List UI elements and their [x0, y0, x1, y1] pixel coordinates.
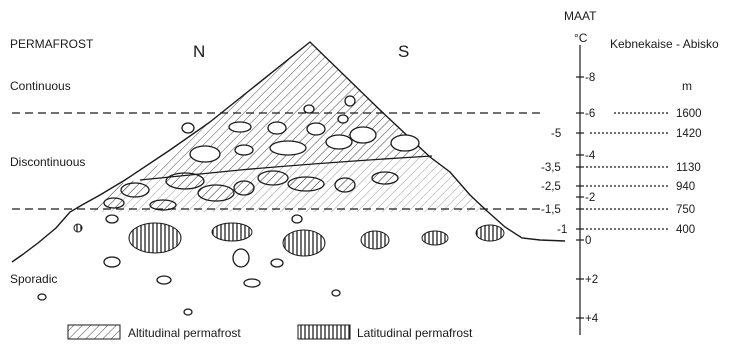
elevation-value: 1600 — [676, 108, 702, 120]
maat-tick-label: 0 — [585, 235, 591, 247]
maat-axis-title: MAAT — [564, 9, 597, 23]
maat-tick-label: -1,5 — [541, 204, 561, 216]
maat-tick-label: +4 — [585, 313, 599, 325]
legend-latitudinal-swatch — [298, 325, 350, 339]
elevation-unit: m — [682, 79, 692, 93]
zone-sporadic-label: Sporadic — [10, 272, 57, 286]
legend-altitudinal-swatch — [68, 325, 120, 339]
maat-tick-label: -2,5 — [541, 181, 561, 193]
sporadic-patches — [38, 215, 340, 315]
elevation-value: 940 — [676, 181, 695, 193]
elevation-value: 1420 — [676, 128, 702, 140]
maat-tick-label: +2 — [585, 274, 598, 286]
south-aspect-label: S — [398, 42, 409, 61]
elevation-value: 1130 — [676, 162, 701, 174]
zone-continuous-label: Continuous — [10, 79, 71, 93]
maat-tick-label: -1 — [557, 224, 567, 236]
maat-tick-label: -5 — [551, 128, 561, 140]
maat-tick-label: -3,5 — [541, 162, 561, 174]
legend-altitudinal-label: Altitudinal permafrost — [128, 326, 241, 340]
maat-tick-label: -4 — [585, 150, 596, 162]
maat-axis-unit: °C — [574, 31, 588, 45]
north-aspect-label: N — [193, 42, 205, 61]
elevation-value: 400 — [676, 224, 695, 236]
elevation-leaders — [586, 113, 670, 229]
maat-tick-label: -6 — [585, 108, 595, 120]
maat-tick-label: -2 — [585, 192, 595, 204]
permafrost-heading: PERMAFROST — [10, 37, 94, 51]
elevation-value: 750 — [676, 204, 695, 216]
elevation-title: Kebnekaise - Abisko — [610, 37, 719, 51]
legend-latitudinal-label: Latitudinal permafrost — [357, 326, 473, 340]
maat-tick-label: -8 — [585, 72, 595, 84]
latitudinal-patches — [74, 223, 504, 256]
zone-discontinuous-label: Discontinuous — [10, 155, 85, 169]
